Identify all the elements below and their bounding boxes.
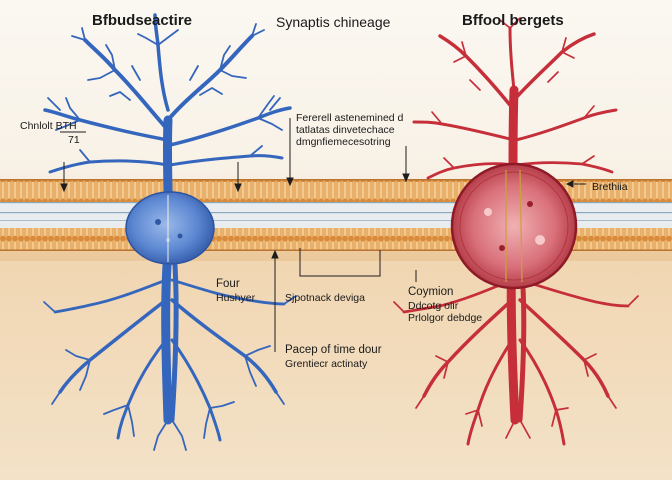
label-top-center-3: dmgnfiemecesotring (296, 136, 391, 148)
label-top-left-1: Chnlolt BTH (20, 120, 77, 132)
label-top-center-2: tatlatas dinvetechace (296, 124, 395, 136)
label-right-mid-2: Ddcotg olir (408, 300, 459, 312)
title-left: Bfbudseactire (92, 12, 193, 29)
label-right-mid-3: Prlolgor debdge (408, 312, 483, 324)
label-left-mid-2: Hushyer (216, 292, 256, 304)
label-bottom-center-1: Pacep of time dour (285, 344, 382, 356)
label-top-center-1: Fererell astenemined d (296, 112, 404, 124)
title-center: Synaptis chineage (276, 14, 391, 30)
label-right-side: Brethiia (592, 181, 628, 193)
blue-neuron (43, 13, 297, 451)
title-right: Bffool bergets (462, 12, 564, 29)
label-bottom-center-2: Grentiecr actinaty (285, 358, 368, 370)
label-top-left-2: 71 (68, 134, 80, 146)
red-neuron-soma (450, 162, 578, 290)
label-right-mid-1: Coymion (408, 286, 454, 298)
label-left-mid-1: Four (216, 278, 240, 290)
label-center-mid: Sjpotnack deviga (285, 292, 365, 304)
blue-neuron-soma (125, 191, 215, 265)
annotation-arrows (60, 118, 586, 352)
